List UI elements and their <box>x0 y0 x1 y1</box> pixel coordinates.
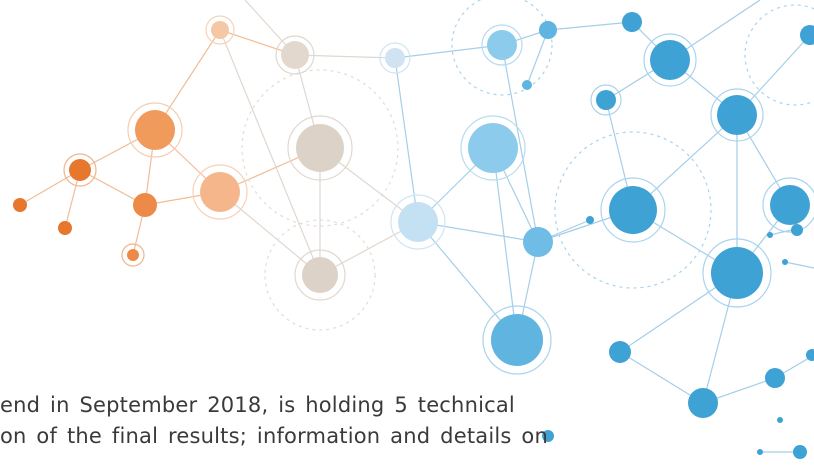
body-text-line-1: end in September 2018, is holding 5 tech… <box>0 393 515 417</box>
network-nodes <box>13 12 814 459</box>
body-text-line-2: on of the final results; information and… <box>0 424 548 448</box>
network-halos <box>63 0 814 375</box>
